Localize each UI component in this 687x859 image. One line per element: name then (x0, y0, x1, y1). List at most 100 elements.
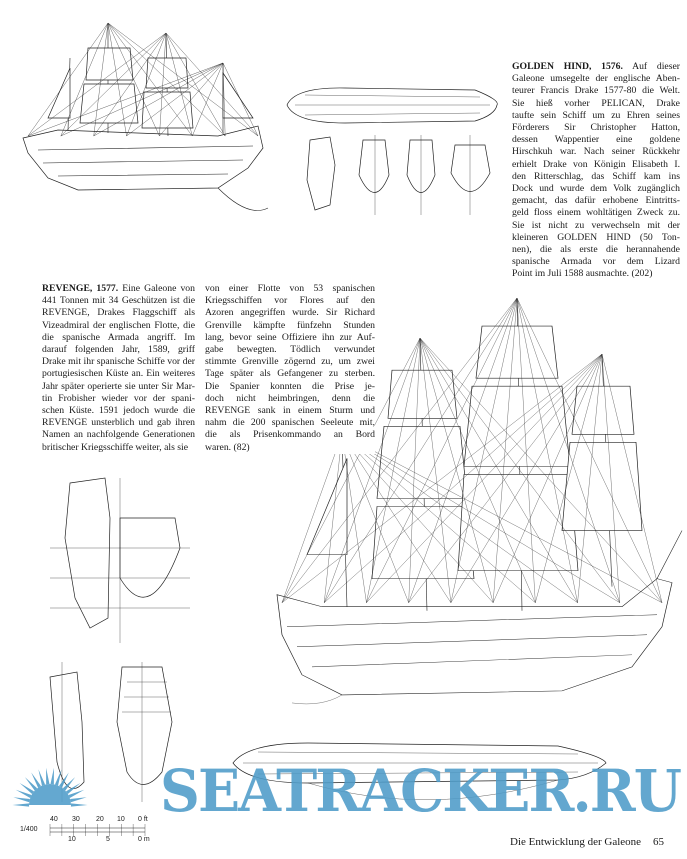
caption-line: britischer Kriegsschiffe weiter, als sie (42, 441, 189, 453)
sun-ray (59, 772, 69, 788)
rigging-line (535, 354, 603, 603)
rigging-line (341, 434, 452, 603)
scale-ratio: 1/400 (20, 826, 38, 833)
rigging-line (516, 297, 663, 603)
rigging-line (165, 32, 193, 137)
caption-line: Vizeadmiral der englischen Flotte, die (42, 319, 195, 331)
rigging-line (107, 22, 127, 137)
rigging-line (60, 32, 167, 137)
rigging-line (341, 434, 578, 603)
rigging-line (341, 434, 620, 603)
rigging-line (492, 298, 518, 603)
sun-ray (68, 789, 85, 799)
caption-line: erhielt Drake von Königin Elisabeth I. (512, 158, 680, 170)
caption-line: teurer Francis Drake 1577-80 die Welt. (512, 85, 680, 97)
scale-ft-20: 20 (96, 816, 104, 823)
rigging-line (60, 62, 224, 137)
sun-ray (12, 803, 30, 807)
rigging-line (516, 297, 578, 603)
rigging-line (324, 354, 603, 603)
caption-line: die spanische Armada angriff. Im (42, 331, 195, 343)
caption-line: doch nicht heimbringen, denn die (205, 392, 375, 404)
caption-title: GOLDEN HIND, 1576. (512, 61, 623, 72)
caption-line: Förderers Sir Christopher Hatton, (512, 122, 680, 134)
revenge-plan-drawing (232, 742, 607, 800)
caption-line: Sie ist nicht zu verwechseln mit der (512, 219, 680, 231)
watermark: SEATRACKER.RU (160, 757, 682, 826)
caption-line: GOLDEN HIND, 1576. Auf dieser (512, 61, 680, 73)
sun-ray (70, 803, 88, 807)
scale-ft-10: 10 (117, 816, 125, 823)
rigging-line (107, 22, 193, 137)
rigging-line (366, 354, 603, 603)
caption-line: taufte sein Schiff um zu Ehren seines (512, 109, 680, 121)
golden-hind-side-drawing (22, 22, 269, 211)
rigging-line (577, 354, 603, 603)
scale-ft-30: 30 (72, 816, 80, 823)
scale-m-5: 5 (106, 836, 110, 843)
caption-line: den Ritterschlag, das Schiff kam ins (512, 170, 680, 182)
rigging-line (419, 338, 494, 603)
caption-line: Galeone umsegelte der englische Aben- (512, 73, 680, 85)
caption-line: Azoren angegriffen wurde. Sir Richard (205, 307, 375, 319)
watermark-text: SEATRACKER.RU (160, 757, 682, 825)
watermark-sun-logo (12, 767, 88, 807)
caption-line: nen), die als erste die herannahende (512, 244, 680, 256)
rigging-line (516, 297, 620, 603)
page-number: 65 (653, 836, 665, 848)
caption-title: REVENGE, 1577. (42, 283, 119, 294)
caption-line: gabe bewegten. Tödlich verwundet (205, 344, 375, 356)
rigging-line (419, 338, 578, 603)
rigging-line (341, 434, 367, 603)
rigging-line (192, 62, 224, 137)
caption-line: tin Frobisher wieder vor der spani- (42, 392, 195, 404)
caption-line: stimmte Grenville zögernd zu, um zwei (205, 356, 375, 368)
scale-m-0: 0 m (138, 836, 150, 843)
sun-ray (46, 767, 50, 785)
rigging-line (601, 354, 663, 603)
caption-line: Hirschkuh war. Nach seiner Rückkehr (512, 146, 680, 158)
rigging-line (107, 22, 259, 137)
caption-line: dessen Wappentier eine goldene (512, 134, 680, 146)
caption-line: darauf folgenden Jahr, 1589, griff (42, 344, 195, 356)
rigging-line (93, 22, 109, 137)
caption-line: Point im Juli 1588 ausmachte. (202) (512, 268, 653, 280)
rigging-line (324, 297, 518, 603)
sun-ray (15, 789, 32, 799)
caption-line: REVENGE, 1577. Eine Galeone von (42, 283, 195, 295)
golden-hind-plan-drawing (286, 87, 498, 215)
caption-line: geld floss einem wohltätigen Zweck zu. (512, 207, 680, 219)
rigging-line (107, 22, 160, 137)
caption-line: waren. (82) (205, 441, 250, 453)
chapter-title: Die Entwicklung der Galeone (510, 836, 642, 848)
rigging-line (126, 32, 167, 137)
rigging-line (324, 338, 421, 603)
rigging-line (93, 32, 167, 137)
sun-ray (24, 777, 38, 791)
caption-text: Eine Galeone von (118, 283, 195, 294)
revenge-stern-drawing (49, 662, 173, 802)
sun-ray (62, 777, 76, 791)
caption-line: Die Spanier konnten die Prise je- (205, 380, 375, 392)
rigging-line (27, 22, 109, 137)
rigging-line (27, 32, 167, 137)
caption-line: Dock und wurde dem Volk zugänglich (512, 183, 680, 195)
caption-line: gemacht, das dafür erhobene Eintritts- (512, 195, 680, 207)
rigging-line (93, 62, 224, 137)
rigging-line (222, 62, 226, 137)
rigging-line (281, 297, 518, 603)
rigging-line (408, 338, 421, 603)
caption-line: Kriegsschiffen vor Flores auf den (205, 295, 375, 307)
caption-line: Grenville kämpfte fünfzehn Stunden (205, 319, 375, 331)
rigging-line (366, 338, 421, 603)
caption-line: Drake mit ihr spanische Schiffe vor der (42, 356, 195, 368)
scale-m-10: 10 (68, 836, 76, 843)
caption-line: REVENGE unsterblich und gab ihren (42, 417, 195, 429)
rigging-line (159, 62, 224, 137)
sun-ray (31, 772, 41, 788)
revenge-side-drawing (276, 297, 683, 705)
rigging-line (408, 297, 518, 603)
page-footer: Die Entwicklung der Galeone 65 (510, 836, 665, 848)
